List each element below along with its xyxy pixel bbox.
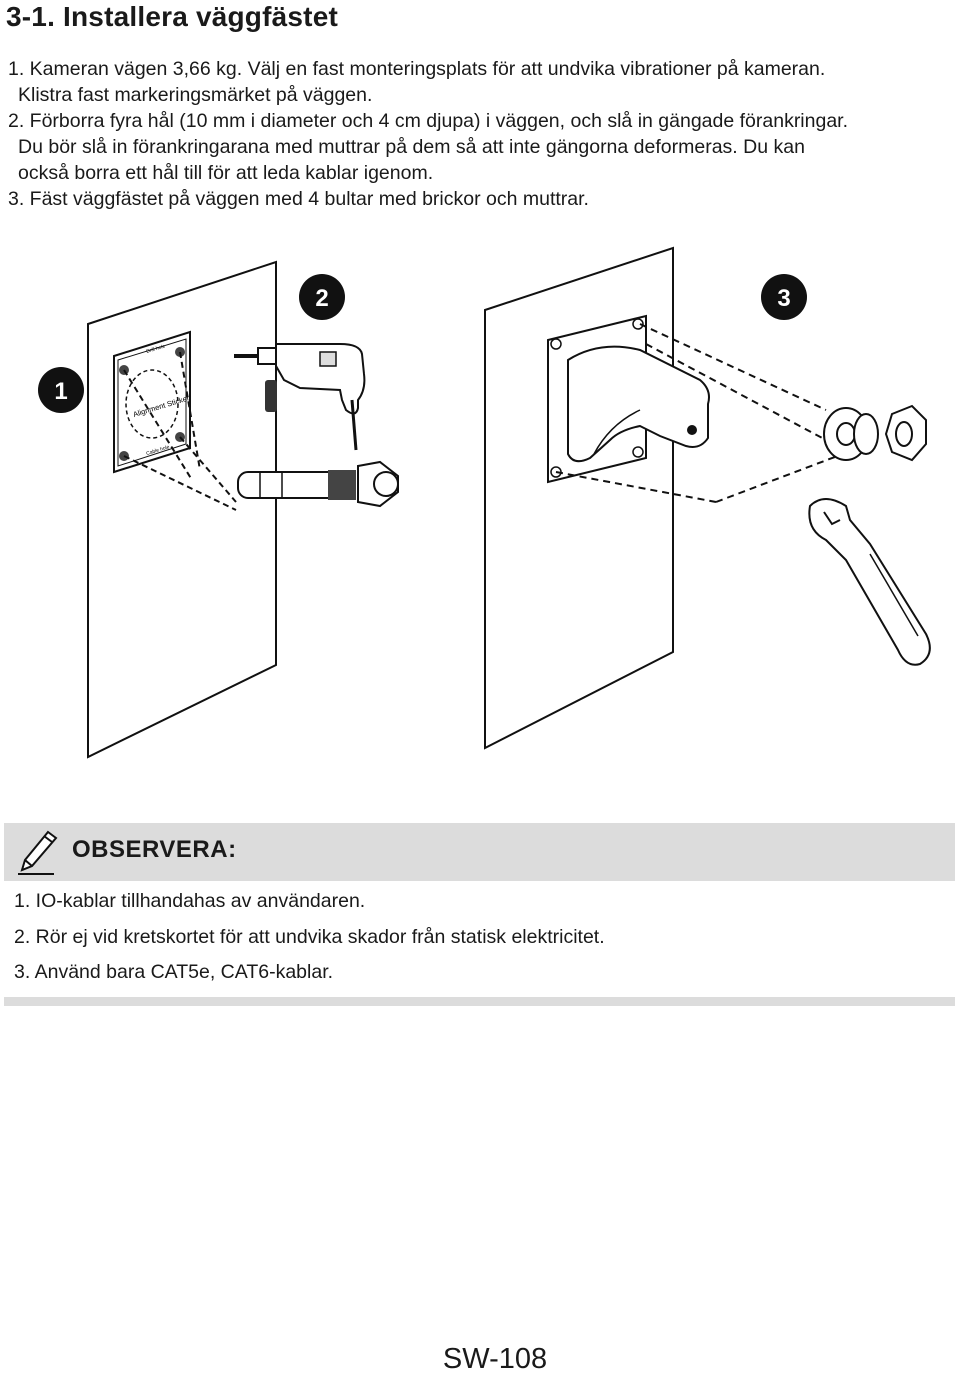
step-badge-2: 2: [299, 274, 345, 320]
anchor-bolt-icon: [237, 460, 399, 508]
step-badge-1: 1: [38, 367, 84, 413]
pencil-icon: [18, 830, 58, 875]
step-1-line-2: Klistra fast markeringsmärket på väggen.: [18, 84, 373, 106]
wrench-icon: [808, 498, 931, 666]
step-badge-3-label: 3: [777, 285, 790, 312]
note-list: 1. IO-kablar tillhandahas av användaren.…: [14, 888, 605, 995]
note-title: OBSERVERA:: [72, 836, 237, 863]
step-3-line-1: 3. Fäst väggfästet på väggen med 4 bulta…: [8, 188, 589, 210]
alignment-sticker: Alignment Sticker Drill hole Cable hole: [113, 330, 237, 511]
drill-icon: [234, 343, 366, 451]
note-item: 2. Rör ej vid kretskortet för att undvik…: [14, 925, 605, 948]
step-2-line-1: 2. Förborra fyra hål (10 mm i diameter o…: [8, 110, 849, 132]
step-1-line-1: 1. Kameran vägen 3,66 kg. Välj en fast m…: [8, 58, 826, 80]
step-badge-1-label: 1: [54, 378, 67, 405]
installation-illustration: Alignment Sticker Drill hole Cable hole: [38, 246, 931, 759]
washer-icon: [823, 407, 879, 461]
note-item: 3. Använd bara CAT5e, CAT6-kablar.: [14, 961, 334, 983]
step-2-line-2: Du bör slå in förankringarana med muttra…: [18, 136, 805, 158]
wall-bracket-icon: [547, 314, 849, 503]
nut-icon: [884, 404, 927, 462]
sticker-hole-label: Drill hole: [146, 344, 167, 355]
page-title: 3-1. Installera väggfästet: [6, 1, 338, 32]
note-item: 1. IO-kablar tillhandahas av användaren.: [14, 890, 366, 912]
step-badge-3: 3: [761, 274, 807, 320]
instruction-steps: 1. Kameran vägen 3,66 kg. Välj en fast m…: [8, 56, 948, 212]
note-bottom-bar: [4, 997, 955, 1006]
step-badge-2-label: 2: [315, 285, 328, 312]
page-footer-model: SW-108: [442, 1343, 548, 1375]
note-header-bar: [4, 823, 955, 881]
step-2-line-3: också borra ett hål till för att leda ka…: [18, 162, 434, 184]
